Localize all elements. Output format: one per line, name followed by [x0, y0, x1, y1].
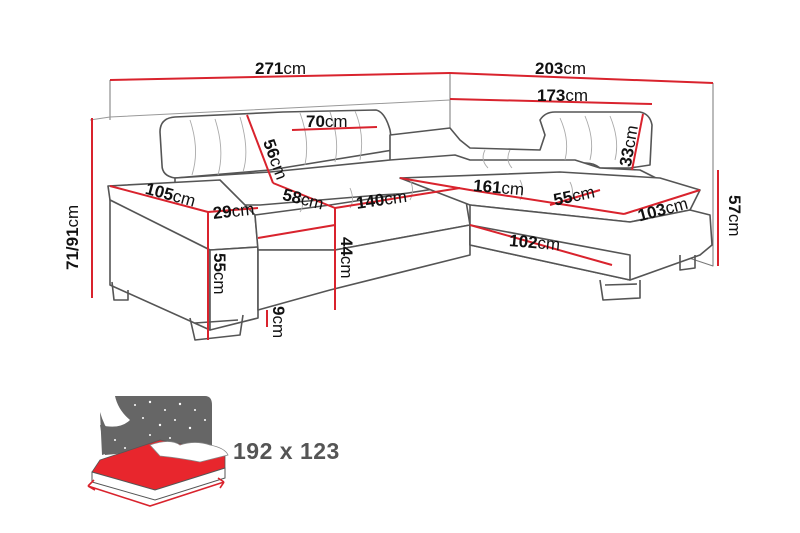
dim-label-161: 161cm [472, 176, 525, 200]
sleeping-area-size: 192 x 123 [233, 438, 340, 464]
dim-label-71-91: 71/91cm [63, 204, 82, 270]
dim-label-57: 57cm [725, 195, 744, 237]
dim-label-271: 271cm [255, 59, 307, 78]
dim-label-29: 29cm [211, 199, 256, 223]
dim-label-9: 9cm [269, 306, 288, 339]
dim-label-70: 70cm [306, 112, 348, 131]
dim-label-102: 102cm [508, 231, 561, 255]
dim-label-44: 44cm [337, 237, 356, 279]
bed-icon [87, 396, 229, 507]
dim-label-55-arm: 55cm [210, 253, 229, 295]
dim-label-203: 203cm [535, 59, 587, 78]
dim-label-173: 173cm [537, 86, 589, 105]
